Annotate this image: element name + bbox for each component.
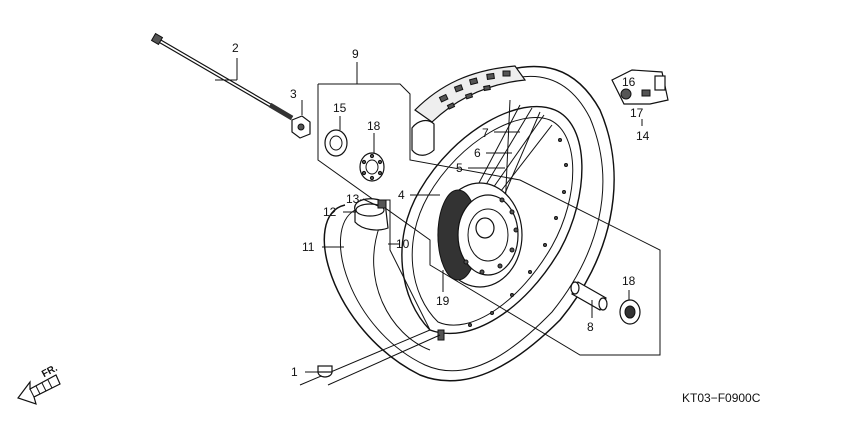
callout-5: 5: [456, 161, 463, 175]
callout-6: 6: [474, 146, 481, 160]
callout-18-upper: 18: [367, 119, 381, 133]
callout-2: 2: [232, 41, 239, 55]
callout-17: 17: [630, 106, 644, 120]
callout-1: 1: [291, 365, 298, 379]
callout-15: 15: [333, 101, 347, 115]
axle-part: [150, 32, 294, 121]
collar-part: [570, 281, 608, 311]
leader-lines: [215, 58, 643, 386]
callout-9: 9: [352, 47, 359, 61]
bearing-part-upper: [359, 152, 385, 182]
callout-19: 19: [436, 294, 450, 308]
axle-nut-part: [291, 115, 311, 139]
callout-11: 11: [302, 240, 315, 254]
callout-3: 3: [290, 87, 297, 101]
tube-part: [354, 198, 389, 231]
rim-part: [401, 105, 583, 335]
callout-12: 12: [323, 205, 337, 219]
callout-4: 4: [398, 188, 405, 202]
bearing-part-lower: [619, 299, 641, 325]
callout-10: 10: [396, 237, 410, 251]
callout-8: 8: [587, 320, 594, 334]
valve-cap-part: [317, 329, 445, 378]
hub-part: [437, 182, 523, 288]
diagram-code: KT03−F0900C: [682, 391, 761, 405]
callout-7: 7: [482, 126, 489, 140]
callout-18-lower: 18: [622, 274, 636, 288]
assembly-frame: [317, 83, 661, 356]
oil-seal-part: [324, 129, 348, 157]
front-direction-arrow-icon: [17, 374, 61, 405]
callout-16: 16: [622, 75, 636, 89]
callout-13: 13: [346, 192, 360, 206]
tire-tread-part: [411, 65, 527, 156]
speedometer-gearbox-part: [611, 69, 669, 105]
callout-14: 14: [636, 129, 650, 143]
